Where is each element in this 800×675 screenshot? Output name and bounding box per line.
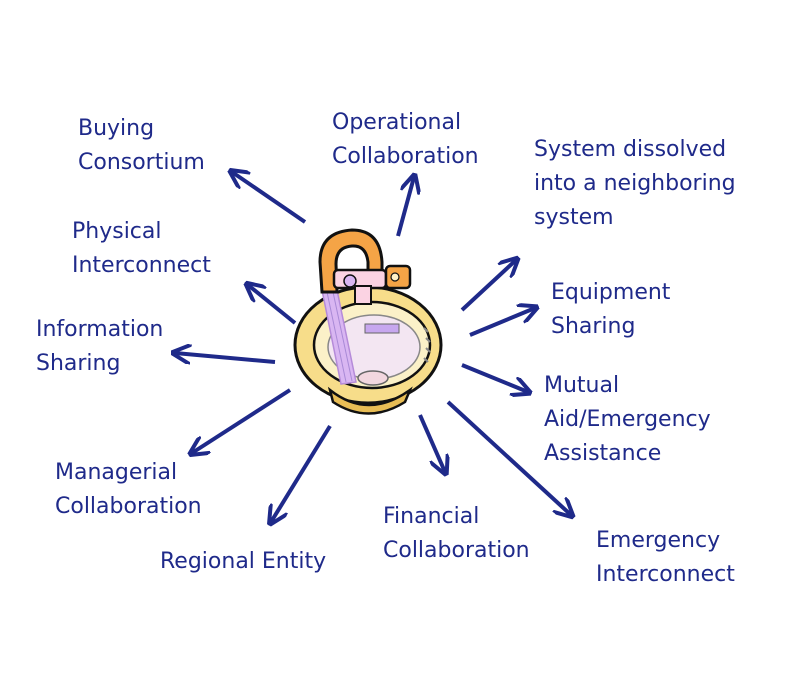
- arrow-equipment-sharing: [469, 308, 535, 337]
- label-system-dissolved: System dissolved into a neighboring syst…: [534, 137, 736, 230]
- arrow-mutual-aid: [461, 363, 528, 392]
- arrow-managerial-collaboration: [192, 388, 292, 453]
- sink-faucet-icon: [293, 228, 443, 415]
- label-emergency-interconnect: Emergency Interconnect: [596, 528, 735, 587]
- label-physical-interconnect: Physical Interconnect: [72, 219, 211, 278]
- arrow-buying-consortium: [232, 172, 307, 224]
- label-operational-collaboration: Operational Collaboration: [332, 110, 479, 169]
- arrow-emergency-interconnect: [446, 400, 571, 515]
- arrow-operational-collaboration: [396, 177, 414, 237]
- label-regional-entity: Regional Entity: [160, 549, 327, 574]
- label-financial-collaboration: Financial Collaboration: [383, 504, 530, 563]
- arrow-information-sharing: [175, 353, 276, 362]
- arrow-financial-collaboration: [418, 414, 445, 472]
- arrow-physical-interconnect: [248, 285, 297, 325]
- label-managerial-collaboration: Managerial Collaboration: [55, 460, 202, 519]
- arrow-regional-entity: [271, 424, 332, 522]
- label-buying-consortium: Buying Consortium: [78, 116, 205, 175]
- arrow-system-dissolved: [460, 260, 516, 312]
- label-information-sharing: Information Sharing: [36, 317, 164, 376]
- label-equipment-sharing: Equipment Sharing: [551, 280, 671, 339]
- label-mutual-aid: Mutual Aid/Emergency Assistance: [544, 373, 711, 466]
